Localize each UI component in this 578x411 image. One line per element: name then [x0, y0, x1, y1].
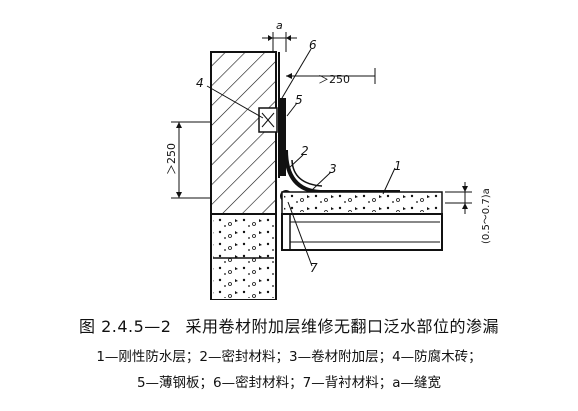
label-4: 4 — [196, 76, 204, 90]
label-3: 3 — [329, 162, 337, 176]
horizontal-250-dimension: ＞250 — [286, 68, 376, 86]
component-labels: 4 6 5 2 3 1 7 — [196, 38, 402, 275]
waterproofing-detail-diagram: a ＞250 ＞250 (0.5～0.7)a 4 6 5 2 3 — [165, 19, 492, 300]
dim-vertical: ＞250 — [165, 143, 178, 175]
lower-wall-block — [210, 213, 277, 300]
figure-number: 图 2.4.5—2 — [79, 317, 172, 336]
parapet-wall — [210, 51, 277, 215]
leader-lines — [206, 48, 396, 267]
rigid-waterproof-layer — [281, 191, 443, 215]
label-6: 6 — [309, 38, 317, 52]
wood-brick — [258, 107, 278, 133]
gap-width-dimension: a — [262, 19, 297, 52]
thickness-dimension: (0.5～0.7)a — [445, 182, 492, 244]
wall-gap-seal — [278, 52, 286, 178]
vertical-250-dimension: ＞250 — [165, 121, 211, 199]
label-7: 7 — [310, 261, 318, 275]
label-a: a — [276, 19, 283, 32]
dim-thickness: (0.5～0.7)a — [481, 188, 492, 244]
label-2: 2 — [301, 144, 309, 158]
legend-line-1: 1—刚性防水层；2—密封材料；3—卷材附加层；4—防腐木砖； — [96, 349, 482, 365]
figure-title: 图 2.4.5—2 采用卷材附加层维修无翻口泛水部位的渗漏 — [0, 313, 578, 337]
label-5: 5 — [295, 93, 303, 107]
label-1: 1 — [394, 159, 402, 173]
dim-horizontal: ＞250 — [318, 73, 350, 86]
roof-slab — [281, 213, 443, 251]
legend-line-2: 5—薄钢板；6—密封材料；7—背衬材料；a—缝宽 — [136, 375, 442, 391]
figure-title-text: 采用卷材附加层维修无翻口泛水部位的渗漏 — [185, 317, 499, 336]
